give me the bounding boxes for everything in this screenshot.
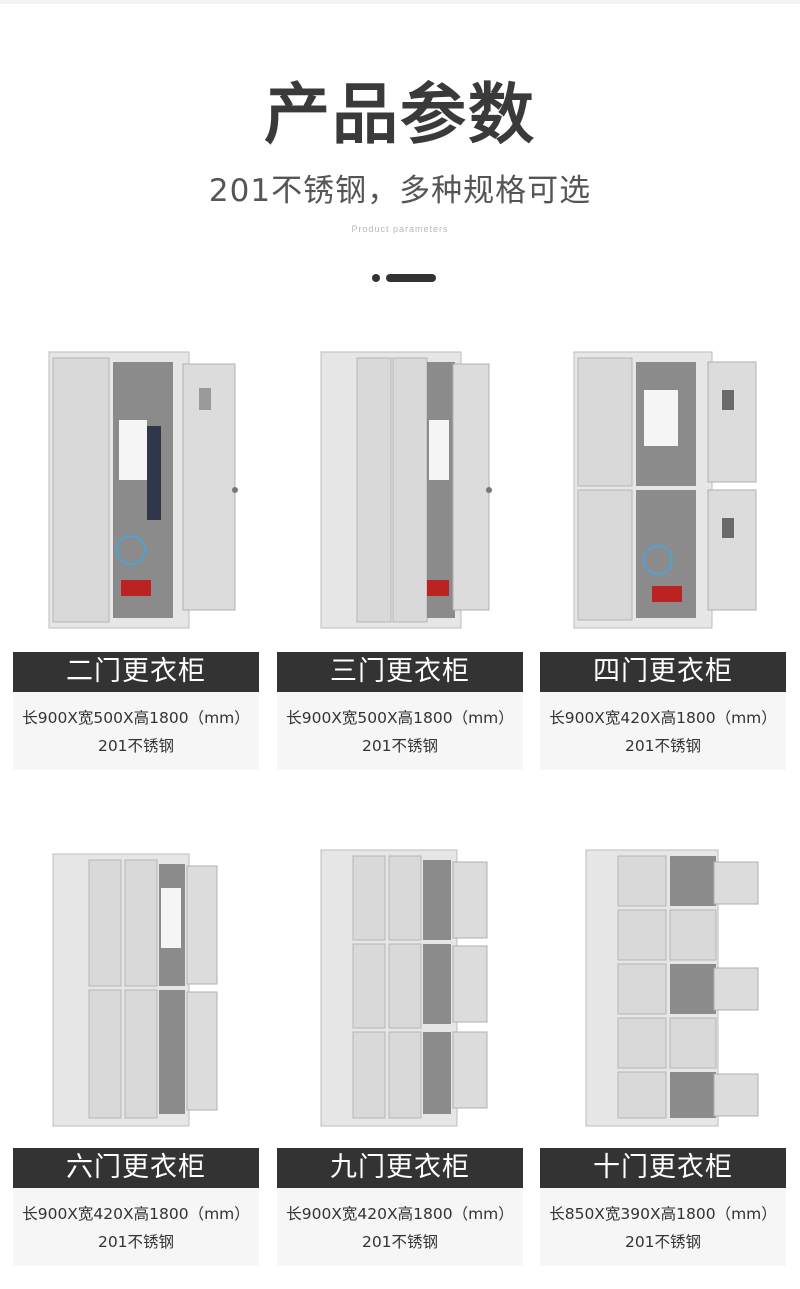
product-dimensions: 长900X宽420X高1800（mm）	[286, 1205, 514, 1223]
product-name: 六门更衣柜	[13, 1148, 259, 1188]
product-dimensions: 长900X宽420X高1800（mm）	[22, 1205, 250, 1223]
ten-door-locker-image	[585, 849, 759, 1127]
spec-box: 长900X宽500X高1800（mm） 201不锈钢	[277, 692, 523, 770]
spec-box: 长900X宽420X高1800（mm） 201不锈钢	[13, 1188, 259, 1266]
product-material: 201不锈钢	[97, 1233, 175, 1251]
decor-dot	[372, 274, 380, 282]
page-subtitle: 201不锈钢，多种规格可选	[208, 173, 592, 209]
product-material: 201不锈钢	[624, 737, 702, 755]
product-material: 201不锈钢	[97, 737, 175, 755]
product-dimensions: 长900X宽500X高1800（mm）	[286, 709, 514, 727]
product-name: 二门更衣柜	[13, 652, 259, 692]
product-dimensions: 长900X宽420X高1800（mm）	[549, 709, 777, 727]
spec-box: 长900X宽500X高1800（mm） 201不锈钢	[13, 692, 259, 770]
product-material: 201不锈钢	[361, 737, 439, 755]
spec-box: 长900X宽420X高1800（mm） 201不锈钢	[277, 1188, 523, 1266]
product-name: 九门更衣柜	[277, 1148, 523, 1188]
product-dimensions: 长900X宽500X高1800（mm）	[22, 709, 250, 727]
product-name: 四门更衣柜	[540, 652, 786, 692]
product-material: 201不锈钢	[624, 1233, 702, 1251]
spec-box: 长900X宽420X高1800（mm） 201不锈钢	[540, 692, 786, 770]
product-material: 201不锈钢	[361, 1233, 439, 1251]
top-divider	[0, 0, 800, 4]
two-door-locker-image	[48, 351, 238, 629]
page-title: 产品参数	[264, 76, 536, 153]
six-door-locker-image	[52, 853, 218, 1127]
spec-box: 长850X宽390X高1800（mm） 201不锈钢	[540, 1188, 786, 1266]
product-name: 三门更衣柜	[277, 652, 523, 692]
decor-bar	[386, 274, 436, 282]
product-dimensions: 长850X宽390X高1800（mm）	[549, 1205, 777, 1223]
product-name: 十门更衣柜	[540, 1148, 786, 1188]
page-subtitle-en: Product parameters	[351, 224, 449, 234]
nine-door-locker-image	[320, 849, 488, 1127]
three-door-locker-image	[320, 351, 492, 629]
four-door-locker-image	[573, 351, 757, 629]
